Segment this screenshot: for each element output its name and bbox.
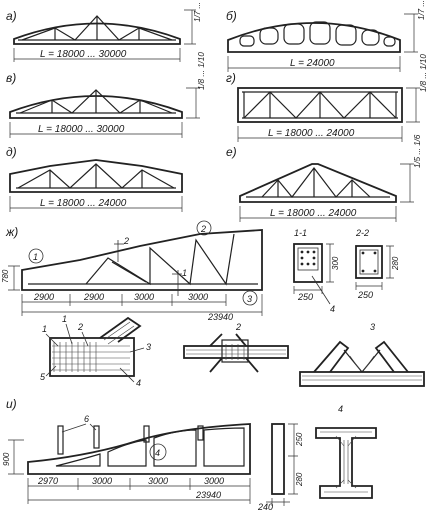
node-2-title: 2 [235, 322, 241, 332]
section-2-2-height: 280 [391, 256, 400, 271]
callout-3: 3 [247, 294, 252, 304]
i-panel-2: 3000 [92, 476, 112, 486]
ratio-e: 1/5 ... 1/6 [413, 134, 422, 168]
node-1-detail: 1 1 2 3 4 5 [40, 314, 151, 388]
section-4-top: 250 [295, 432, 304, 447]
truss-d: д) L = 18000 ... 24000 [6, 145, 183, 212]
section-1-1: 1-1 300 250 4 [293, 228, 340, 314]
section-callout-4: 4 [330, 304, 335, 314]
zh-panel-3: 3000 [134, 292, 154, 302]
section-1-1-height: 300 [331, 256, 340, 270]
node1-label-1b: 1 [62, 314, 67, 324]
truss-a: а) L = 18000 ... 30000 1/7 ... 1/9 [6, 0, 202, 62]
node1-label-4: 4 [136, 378, 141, 388]
i-panel-4: 3000 [204, 476, 224, 486]
section-2-2-title: 2-2 [355, 228, 369, 238]
callout-1: 1 [33, 252, 38, 262]
zh-total: 23940 [207, 312, 233, 322]
ratio-b: 1/7 ... 1/8 [417, 0, 426, 20]
node1-label-1: 1 [42, 324, 47, 334]
zh-height: 780 [1, 269, 10, 283]
span-v: L = 18000 ... 30000 [38, 124, 125, 135]
section-2-2-width: 250 [357, 290, 373, 300]
i-height: 900 [2, 452, 11, 466]
node-2-detail: 2 [183, 322, 289, 373]
truss-v: в) L = 18000 ... 30000 1/8 ... 1/10 [6, 52, 206, 138]
label-zh: ж) [5, 225, 18, 239]
span-a: L = 18000 ... 30000 [40, 49, 127, 60]
cut-1-label: 1 [182, 268, 187, 278]
i-panel-1: 2970 [37, 476, 58, 486]
label-g: г) [226, 71, 236, 85]
span-g: L = 18000 ... 24000 [268, 128, 355, 139]
callout-2: 2 [200, 224, 206, 234]
node-3-title: 3 [370, 322, 375, 332]
label-v: в) [6, 71, 16, 85]
zh-panel-1: 2900 [33, 292, 54, 302]
node1-label-5: 5 [40, 372, 46, 382]
section-4-title: 4 [338, 404, 343, 414]
label-e: е) [226, 145, 237, 159]
node1-label-2: 2 [77, 322, 83, 332]
span-e: L = 18000 ... 24000 [270, 208, 357, 219]
cut-2-label: 2 [123, 236, 129, 246]
ratio-a: 1/7 ... 1/9 [193, 0, 202, 22]
i-total: 23940 [195, 490, 221, 500]
section-4: 4 250 280 240 [257, 404, 377, 512]
ratio-v: 1/8 ... 1/10 [197, 52, 206, 90]
zh-panel-4: 3000 [188, 292, 208, 302]
arch-b: б) L = 24000 1/7 ... 1/8 [226, 0, 426, 72]
label-i: и) [6, 397, 17, 411]
callout-4-i: 4 [155, 448, 160, 458]
i-panel-3: 3000 [148, 476, 168, 486]
truss-g: г) L = 18000 ... 24000 1/8 ... 1/10 [226, 54, 428, 142]
span-d: L = 18000 ... 24000 [40, 198, 127, 209]
section-4-width: 240 [257, 502, 273, 512]
node1-label-3: 3 [146, 342, 151, 352]
label-d: д) [6, 145, 17, 159]
span-b: L = 24000 [290, 58, 335, 69]
truss-e: е) L = 18000 ... 24000 1/5 ... 1/6 [226, 134, 422, 222]
section-4-bottom: 280 [295, 472, 304, 487]
ratio-g: 1/8 ... 1/10 [419, 54, 428, 92]
zh-panel-2: 2900 [83, 292, 104, 302]
label-a: а) [6, 9, 17, 23]
truss-i: и) 6 4 900 2970 3000 3000 3000 23940 [2, 397, 251, 504]
label-b: б) [226, 9, 237, 23]
post-label-6: 6 [84, 414, 89, 424]
section-1-1-width: 250 [297, 292, 313, 302]
section-1-1-title: 1-1 [294, 228, 307, 238]
truss-zh: ж) 2 1 1 2 3 780 2900 2900 3000 3000 239… [1, 220, 263, 322]
node-3-detail: 3 [299, 322, 425, 387]
section-2-2: 2-2 280 250 [355, 228, 400, 300]
